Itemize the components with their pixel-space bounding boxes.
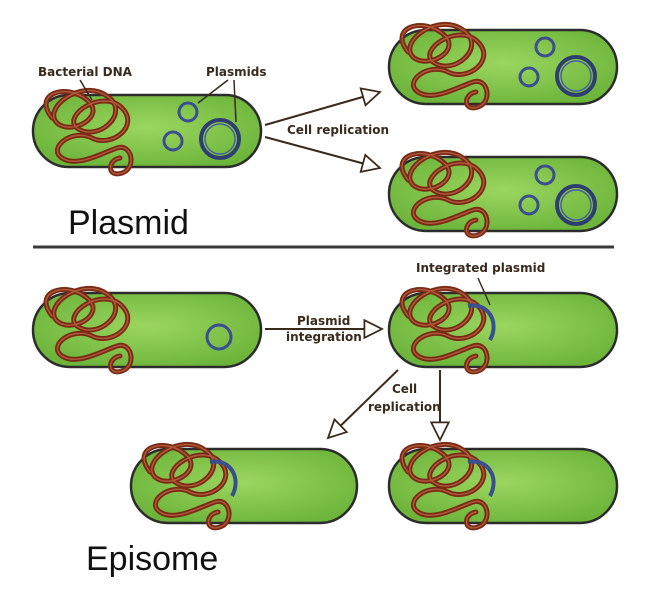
label-plasmids: Plasmids xyxy=(206,65,267,79)
label-episome-replication: replication xyxy=(368,400,441,414)
large-plasmid xyxy=(199,118,241,160)
arrow-episome-replication-left xyxy=(326,369,399,440)
daughter-cell-episome-right xyxy=(387,444,619,527)
section-title-episome: Episome xyxy=(86,540,218,578)
label-episome-cell: Cell xyxy=(392,382,417,396)
small-plasmid-2 xyxy=(162,130,184,152)
label-integrated-plasmid: Integrated plasmid xyxy=(416,261,545,275)
label-plasmid-integration-2: integration xyxy=(286,330,362,344)
integrated-plasmid-segment xyxy=(467,303,496,341)
daughter-cell-plasmid-top xyxy=(387,24,619,107)
daughter-cell-plasmid-bottom xyxy=(387,152,619,235)
label-bacterial-dna: Bacterial DNA xyxy=(38,65,133,79)
label-plasmid-integration-1: Plasmid xyxy=(297,314,350,328)
label-cell-replication: Cell replication xyxy=(287,123,389,137)
arrow-replication-top xyxy=(264,87,382,126)
small-plasmid-1 xyxy=(177,101,199,123)
daughter-cell-episome-left xyxy=(129,444,359,527)
parent-cell-episome xyxy=(31,288,263,371)
arrow-replication-bottom xyxy=(264,136,382,174)
section-title-plasmid: Plasmid xyxy=(68,204,189,242)
free-plasmid xyxy=(205,323,233,351)
cell-integrated-plasmid xyxy=(387,288,619,371)
parent-cell-plasmid xyxy=(31,90,263,173)
